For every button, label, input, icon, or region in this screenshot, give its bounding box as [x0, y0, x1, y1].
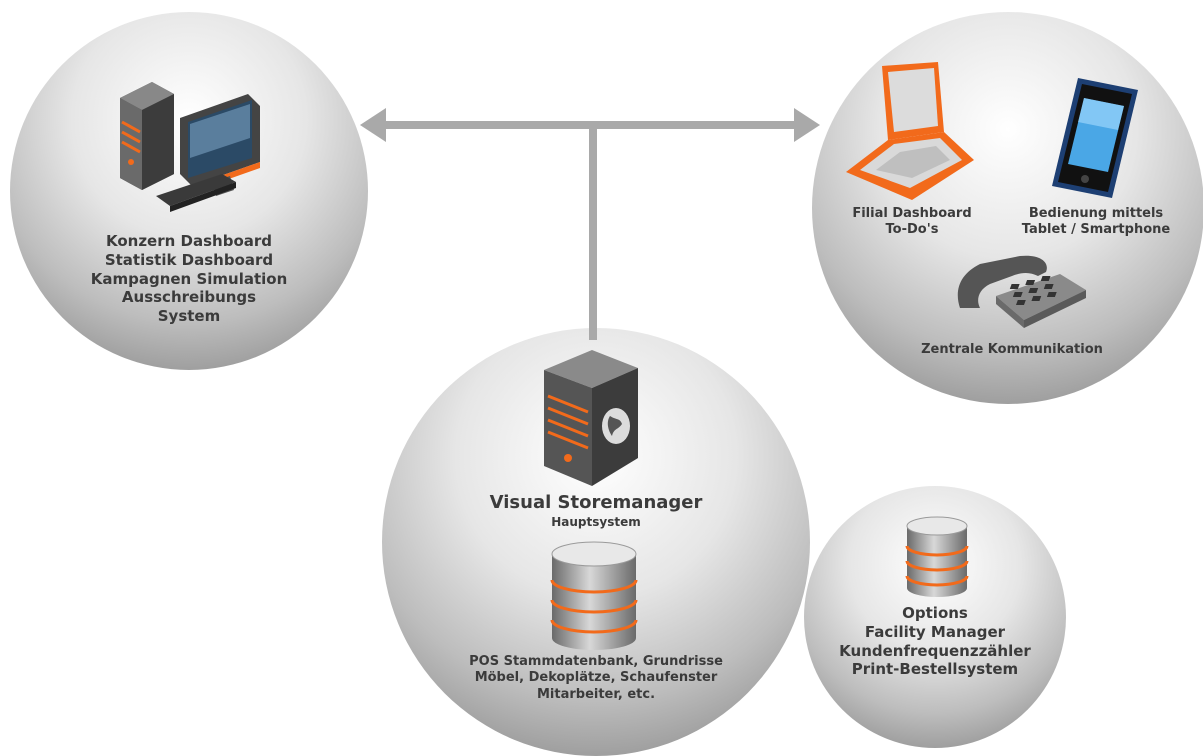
- mobile-label: Bedienung mittels Tablet / Smartphone: [992, 206, 1200, 239]
- konzern-line-2: Statistik Dashboard: [104, 250, 274, 269]
- options-database-icon: [905, 516, 969, 597]
- server-icon: [544, 350, 638, 486]
- konzern-line-1: Konzern Dashboard: [105, 232, 273, 250]
- database-line-1: POS Stammdatenbank, Grundrisse: [469, 654, 723, 669]
- phone-label: Zentrale Kommunikation: [921, 342, 1103, 357]
- database-line-3: Mitarbeiter, etc.: [536, 686, 656, 702]
- smartphone-icon: [1052, 78, 1138, 198]
- mobile-line-1: Bedienung mittels: [1028, 206, 1164, 221]
- konzern-line-3: Kampagnen Simulation: [90, 269, 288, 288]
- filial-dashboard-line-2: To-Do's: [885, 222, 939, 238]
- hauptsystem-subtitle: Hauptsystem: [551, 515, 641, 529]
- konzern-line-4: Ausschreibungs: [121, 288, 257, 307]
- mobile-line-2: Tablet / Smartphone: [1021, 222, 1171, 238]
- laptop-icon: [846, 62, 974, 200]
- options-line-3: Kundenfrequenzzähler: [839, 641, 1031, 660]
- filial-dashboard-label: Filial Dashboard To-Do's: [822, 206, 1002, 239]
- filial-dashboard-line-1: Filial Dashboard: [852, 206, 972, 221]
- konzern-label: Konzern Dashboard Statistik Dashboard Ka…: [60, 232, 318, 326]
- database-icon: [550, 541, 638, 650]
- database-line-2: Möbel, Dekoplätze, Schaufenster: [474, 670, 718, 686]
- workstation-icon: [120, 82, 260, 212]
- hauptsystem-title: Visual Storemanager: [489, 492, 703, 513]
- arrow-left-head: [360, 108, 386, 142]
- options-line-2: Facility Manager: [864, 622, 1006, 641]
- options-line-4: Print-Bestellsystem: [851, 660, 1019, 679]
- filiale-circle: [812, 12, 1203, 404]
- konzern-line-5: System: [157, 307, 221, 325]
- desk-phone-icon: [957, 255, 1086, 328]
- database-label: POS Stammdatenbank, Grundrisse Möbel, De…: [420, 654, 772, 703]
- arrow-right-head: [794, 108, 820, 142]
- options-label: Options Facility Manager Kundenfrequenzz…: [812, 604, 1058, 679]
- options-line-1: Options: [902, 604, 968, 622]
